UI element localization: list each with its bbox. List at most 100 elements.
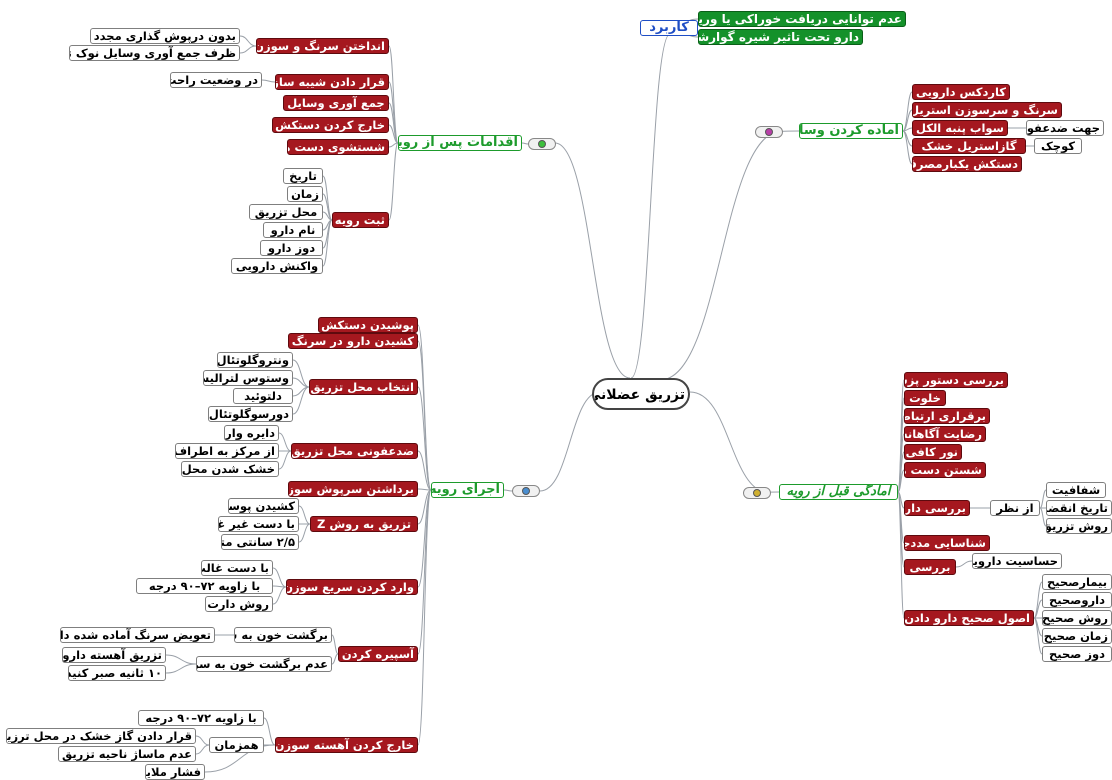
perform-gloves[interactable]: پوشیدن دستکش <box>318 317 418 333</box>
withdraw-pressure[interactable]: فشار ملایم <box>145 764 205 780</box>
perform-toggle[interactable] <box>512 485 540 497</box>
rights-item[interactable]: بیمارصحیح <box>1042 574 1112 590</box>
tool-item[interactable]: کاردکس دارویی <box>912 84 1010 100</box>
perform-site-disinfect[interactable]: ضدعفونی محل تزریق <box>291 443 418 459</box>
connector-line <box>1033 599 1043 619</box>
connector-line <box>630 33 671 379</box>
perform-ztrack[interactable]: تزریق به روش Z <box>310 516 418 532</box>
record-item[interactable]: نام دارو <box>263 222 323 238</box>
tool-item[interactable]: دستکش یکبارمصرف <box>912 156 1022 172</box>
rights-item[interactable]: زمان صحیح <box>1042 628 1112 644</box>
connector-line <box>322 193 333 221</box>
branch-usage[interactable]: کاربرد <box>640 20 698 36</box>
branch-prepare-tools[interactable]: آماده کردن وسایل <box>799 123 903 139</box>
after-remove-gloves[interactable]: خارج کردن دستکش <box>272 117 389 133</box>
record-item[interactable]: محل تزریق <box>249 204 323 220</box>
site-select-item[interactable]: دلتوئید <box>233 388 293 404</box>
after-needle-disposal-item[interactable]: ظرف جمع آوری وسایل نوک تیز <box>69 45 240 61</box>
perform-aspirate[interactable]: آسپیره کردن <box>338 646 418 662</box>
tool-item[interactable]: سرنگ و سرسوزن استریل <box>912 102 1062 118</box>
insert-item[interactable]: با زاویه ۷۲–۹۰ درجه <box>136 578 273 594</box>
after-hand-wash[interactable]: شستشوی دست ها <box>287 139 389 155</box>
withdraw-simul-item[interactable]: عدم ماساژ ناحیه تزریق <box>58 746 196 762</box>
perform-site-select[interactable]: انتخاب محل تزریق <box>309 379 418 395</box>
connector-line <box>272 586 287 605</box>
record-item[interactable]: تاریخ <box>283 168 323 184</box>
withdraw-simul[interactable]: همزمان <box>209 737 264 753</box>
prepare-toggle[interactable] <box>755 126 783 138</box>
before-item[interactable]: خلوت <box>904 390 946 406</box>
drug-check-item[interactable]: تاریخ انقضاء <box>1046 500 1112 516</box>
connector-line <box>331 653 339 665</box>
before-toggle[interactable] <box>743 487 771 499</box>
aspirate-blood-yes[interactable]: برگشت خون به سرنگ <box>234 627 332 643</box>
before-item[interactable]: نور کافی <box>904 444 962 460</box>
after-collect-tools[interactable]: جمع آوری وسایل <box>283 95 389 111</box>
rights-item[interactable]: داروصحیح <box>1042 592 1112 608</box>
branch-perform-procedure[interactable]: اجرای رویه <box>431 482 504 498</box>
site-disinfect-item[interactable]: خشک شدن محل <box>181 461 279 477</box>
after-patient-position-item[interactable]: در وضعیت راحت <box>170 72 262 88</box>
expand-toggle-icon <box>753 489 761 497</box>
record-item[interactable]: زمان <box>287 186 323 202</box>
rights-item[interactable]: دوز صحیح <box>1042 646 1112 662</box>
before-rights[interactable]: اصول صحیح دارو دادن <box>904 610 1034 626</box>
perform-withdraw[interactable]: خارج کردن آهسته سوزن <box>275 737 418 753</box>
after-toggle[interactable] <box>528 138 556 150</box>
aspirate-blood-no[interactable]: عدم برگشت خون به سرنگ <box>196 656 332 672</box>
before-drug-check[interactable]: بررسی دارو <box>904 500 970 516</box>
branch-after-procedure[interactable]: اقدامات پس از رویه <box>398 135 522 151</box>
connector-line <box>902 109 913 132</box>
before-review[interactable]: بررسی <box>904 559 956 575</box>
after-record[interactable]: ثبت رویه <box>332 212 389 228</box>
site-select-item[interactable]: دورسوگلوتئال <box>208 406 293 422</box>
connector-line <box>539 391 601 492</box>
before-item[interactable]: رضایت آگاهانه <box>904 426 986 442</box>
site-select-item[interactable]: وستوس لترالیس <box>203 370 293 386</box>
root-node[interactable]: تزریق عضلانی <box>592 378 690 410</box>
usage-item[interactable]: عدم توانایی دریافت خوراکی یا وریدی <box>698 11 906 27</box>
connector-line <box>417 488 432 491</box>
review-allergy[interactable]: حساسیت دارویی <box>972 553 1062 569</box>
usage-item[interactable]: دارو تحت تاثیر شیره گوارشی <box>698 29 863 45</box>
aspirate-blood-yes-item[interactable]: تعویض سرنگ آماده شده دارو <box>60 627 215 643</box>
before-item[interactable]: شستن دست ها <box>904 462 986 478</box>
withdraw-angle[interactable]: با زاویه ۷۲–۹۰ درجه <box>138 710 264 726</box>
connector-line <box>322 219 333 267</box>
record-item[interactable]: واکنش دارویی <box>231 258 323 274</box>
record-item[interactable]: دوز دارو <box>260 240 323 256</box>
ztrack-item[interactable]: ۲/۵ سانتی متر <box>221 534 299 550</box>
perform-insert[interactable]: وارد کردن سریع سوزن <box>286 579 418 595</box>
insert-item[interactable]: روش دارت <box>205 596 273 612</box>
connector-line <box>272 567 287 588</box>
before-identify[interactable]: شناسایی مددجو <box>904 535 990 551</box>
connector-line <box>298 505 311 525</box>
drug-check-aspect[interactable]: از نظر <box>990 500 1040 516</box>
aspirate-blood-no-item[interactable]: ۱۰ ثانیه صبر کنید <box>68 665 166 681</box>
aspirate-blood-no-item[interactable]: تزریق آهسته دارو <box>62 647 166 663</box>
connector-line <box>388 142 399 148</box>
site-disinfect-item[interactable]: از مرکز به اطراف <box>175 443 279 459</box>
perform-cap-removal[interactable]: برداشتن سرپوش سوزن <box>288 481 418 497</box>
ztrack-item[interactable]: کشیدن پوست <box>228 498 299 514</box>
ztrack-item[interactable]: با دست غیر غالب <box>218 516 299 532</box>
before-item[interactable]: برقراری ارتباط <box>904 408 990 424</box>
drug-check-item[interactable]: شفافیت <box>1046 482 1106 498</box>
branch-before-procedure[interactable]: آمادگی قبل از رویه <box>779 484 898 500</box>
perform-draw[interactable]: کشیدن دارو در سرنگ <box>288 333 418 349</box>
swab-note[interactable]: جهت ضدعفونی <box>1026 120 1104 136</box>
connector-line <box>292 359 310 388</box>
gauze-note[interactable]: کوچک <box>1034 138 1082 154</box>
before-item[interactable]: بررسی دستور پزشک <box>904 372 1008 388</box>
insert-item[interactable]: با دست غالب <box>201 560 273 576</box>
after-patient-position[interactable]: قرار دادن شیبه ساز <box>275 74 389 90</box>
after-needle-disposal-item[interactable]: بدون درپوش گذاری مجدد <box>90 28 240 44</box>
site-disinfect-item[interactable]: دایره وار <box>224 425 279 441</box>
tool-item[interactable]: سواب پنبه الکل <box>912 120 1008 136</box>
rights-item[interactable]: روش صحیح <box>1042 610 1112 626</box>
withdraw-simul-item[interactable]: قرار دادن گاز خشک در محل ترزیق <box>6 728 196 744</box>
drug-check-item[interactable]: روش تزریق <box>1046 518 1112 534</box>
tool-item[interactable]: گازاستریل خشک <box>912 138 1026 154</box>
after-needle-disposal[interactable]: انداختن سرنگ و سوزن <box>256 38 389 54</box>
site-select-item[interactable]: ونتروگلوتئال <box>217 352 293 368</box>
